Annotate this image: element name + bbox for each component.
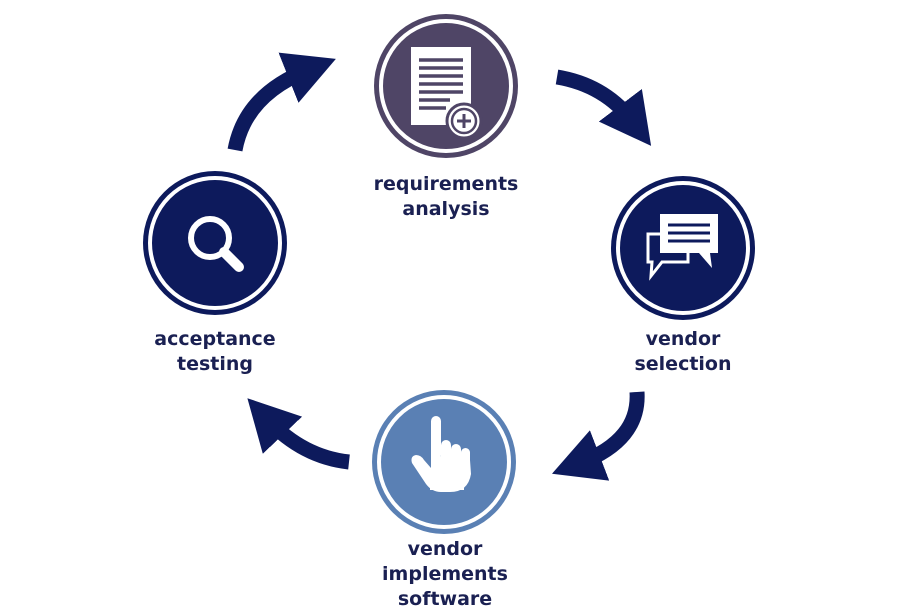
label-line: analysis — [402, 198, 490, 220]
node-requirements-analysis — [374, 14, 518, 158]
chat-bubbles-icon — [646, 214, 718, 281]
arrow-implements-to-acceptance — [247, 398, 350, 470]
arrow-requirements-to-selection — [555, 69, 652, 146]
label-line: vendor — [645, 328, 721, 350]
cycle-arrows — [227, 52, 652, 481]
node-acceptance-testing — [143, 171, 287, 315]
arrow-acceptance-to-requirements — [227, 52, 336, 152]
label-line: implements — [382, 563, 508, 585]
node-vendor-selection — [611, 176, 755, 320]
arrow-selection-to-implements — [551, 391, 645, 481]
label-line: acceptance — [154, 328, 276, 350]
process-cycle-diagram — [143, 14, 755, 534]
label-line: selection — [634, 353, 732, 375]
label-line: software — [397, 588, 493, 610]
node-vendor-implements — [372, 390, 516, 534]
label-requirements-analysis: requirements analysis — [346, 172, 546, 222]
pointing-hand-icon — [411, 416, 471, 492]
label-acceptance-testing: acceptance testing — [115, 327, 315, 377]
label-vendor-selection: vendor selection — [583, 327, 783, 377]
label-line: vendor — [407, 538, 483, 560]
label-line: requirements — [373, 173, 519, 195]
label-line: testing — [177, 353, 253, 375]
label-vendor-implements: vendor implements software — [345, 537, 545, 612]
document-plus-icon — [411, 47, 483, 140]
magnifier-icon — [188, 216, 244, 272]
